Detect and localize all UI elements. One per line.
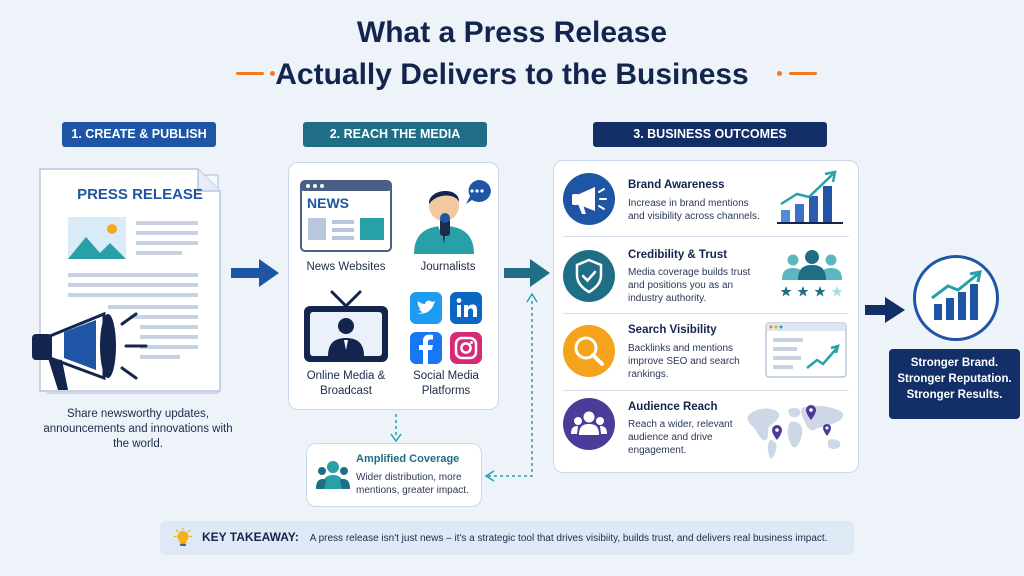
arrow-step2-to-step3-icon bbox=[504, 259, 550, 287]
key-takeaway-text: KEY TAKEAWAY: A press release isn't just… bbox=[202, 530, 827, 544]
result-line-2: Stronger Reputation. bbox=[897, 373, 1012, 385]
channel-label-online-media: Online Media & Broadcast bbox=[306, 370, 386, 397]
world-map-icon bbox=[747, 405, 844, 459]
step2-header: 2. REACH THE MEDIA bbox=[303, 122, 487, 147]
outcome-4-desc: Reach a wider, relevant audience and dri… bbox=[628, 419, 733, 456]
title-line-2: Actually Delivers to the Business bbox=[275, 58, 749, 91]
title-left-dash bbox=[236, 72, 264, 75]
result-line-3: Stronger Results. bbox=[906, 389, 1003, 401]
step3-header: 3. BUSINESS OUTCOMES bbox=[593, 122, 827, 147]
amplified-title: Amplified Coverage bbox=[356, 453, 460, 465]
outcome-1-desc: Increase in brand mentions and visibilit… bbox=[628, 198, 760, 222]
outcome-1-title: Brand Awareness bbox=[628, 179, 725, 191]
key-takeaway-message: A press release isn't just news – it's a… bbox=[309, 533, 828, 544]
channel-label-social-media: Social Media Platforms bbox=[413, 370, 479, 397]
outcome-3-icon-circle bbox=[563, 325, 615, 377]
outcome-2-title: Credibility & Trust bbox=[628, 249, 728, 261]
growth-chart-icon bbox=[931, 270, 982, 320]
title-left-dot bbox=[270, 71, 275, 76]
journalist-icon bbox=[414, 179, 491, 254]
outcome-3-desc: Backlinks and mentions improve SEO and s… bbox=[628, 343, 740, 380]
outcome-4-title: Audience Reach bbox=[628, 401, 718, 413]
press-release-title: PRESS RELEASE bbox=[77, 186, 203, 203]
arrow-step1-to-step2-icon bbox=[231, 259, 279, 287]
outcome-1-icon-circle bbox=[563, 173, 615, 225]
result-box: Stronger Brand. Stronger Reputation. Str… bbox=[889, 349, 1020, 419]
social-media-icons bbox=[410, 292, 482, 364]
trusted-people-stars-icon bbox=[780, 250, 843, 297]
lightbulb-icon bbox=[173, 528, 193, 546]
people-icon bbox=[571, 411, 607, 435]
tv-broadcast-icon bbox=[304, 290, 388, 362]
outcome-3-title: Search Visibility bbox=[628, 324, 717, 336]
key-takeaway-label: KEY TAKEAWAY: bbox=[202, 530, 299, 544]
amplified-return-connector bbox=[484, 292, 538, 482]
outcome-4-icon-circle bbox=[563, 398, 615, 450]
seo-chart-icon bbox=[765, 322, 847, 378]
title-line-1: What a Press Release bbox=[356, 16, 668, 49]
megaphone-icon bbox=[572, 187, 607, 214]
step1-header: 1. CREATE & PUBLISH bbox=[62, 122, 216, 147]
amplified-connector bbox=[390, 414, 402, 443]
outcome-divider-1 bbox=[563, 236, 849, 237]
growth-bars-icon bbox=[777, 170, 843, 224]
title-right-dash bbox=[789, 72, 817, 75]
magnifier-icon bbox=[574, 336, 604, 366]
news-website-icon bbox=[300, 180, 392, 252]
group-icon bbox=[316, 461, 350, 489]
shield-check-icon bbox=[575, 258, 603, 294]
result-growth-circle bbox=[913, 255, 999, 341]
amplified-coverage-box bbox=[306, 443, 482, 507]
arrow-step3-to-result-icon bbox=[865, 297, 905, 323]
title-right-dot bbox=[777, 71, 782, 76]
outcome-2-icon-circle bbox=[563, 250, 615, 302]
news-sign: NEWS bbox=[307, 195, 349, 211]
outcome-2-desc: Media coverage builds trust and position… bbox=[628, 267, 751, 304]
channel-label-news-websites: News Websites bbox=[306, 261, 386, 273]
channel-label-journalists: Journalists bbox=[420, 261, 476, 273]
outcome-divider-3 bbox=[563, 390, 849, 391]
megaphone-icon bbox=[32, 311, 148, 390]
key-takeaway-bar: KEY TAKEAWAY: A press release isn't just… bbox=[160, 521, 854, 555]
result-line-1: Stronger Brand. bbox=[910, 357, 999, 369]
outcome-divider-2 bbox=[563, 313, 849, 314]
amplified-desc: Wider distribution, more mentions, great… bbox=[356, 472, 469, 496]
step1-caption: Share newsworthy updates, announcements … bbox=[43, 408, 233, 450]
